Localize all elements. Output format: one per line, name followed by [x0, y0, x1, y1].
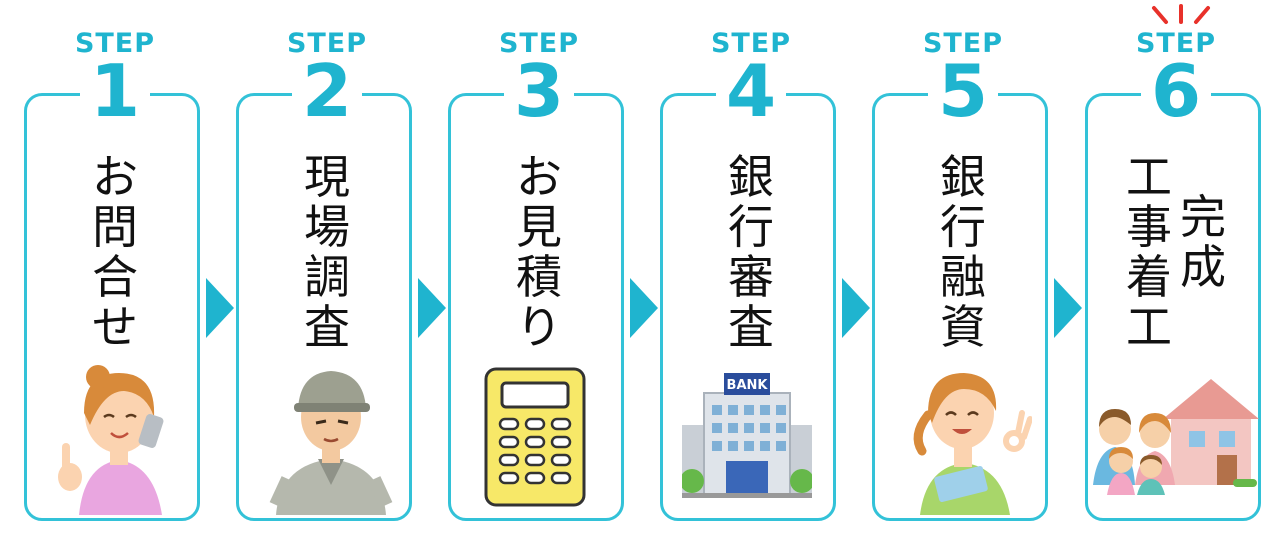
step-2: STEP 2 現場調査: [236, 0, 422, 533]
bank-sign: BANK: [727, 378, 769, 393]
step-number: 5: [928, 55, 998, 127]
step-number: 1: [80, 55, 150, 127]
step-label: STEP: [1135, 28, 1217, 59]
step-label: STEP: [922, 28, 1004, 59]
step-title: 銀行審査: [728, 150, 774, 354]
step-label: STEP: [710, 28, 792, 59]
calculator-icon: [484, 367, 586, 507]
highlight-burst-icon: [1152, 4, 1210, 24]
step-label: STEP: [498, 28, 580, 59]
arrow-right-icon: [206, 278, 234, 338]
step-title-column-right: 完成: [1180, 190, 1226, 294]
step-number: 4: [716, 55, 786, 127]
step-title: 現場調査: [304, 150, 350, 354]
woman-ok-icon: [913, 373, 1032, 515]
woman-phone-icon: [58, 365, 164, 515]
arrow-right-icon: [1054, 278, 1082, 338]
step-card: [236, 93, 412, 521]
step-title: 銀行融資: [940, 150, 986, 354]
step-number: 2: [292, 55, 362, 127]
step-title: お問合せ: [92, 150, 138, 354]
family-house-icon: [1093, 379, 1259, 495]
worker-icon: [269, 371, 393, 515]
step-label: STEP: [74, 28, 156, 59]
step-1: STEP 1 お問合せ: [24, 0, 210, 533]
step-label: STEP: [286, 28, 368, 59]
step-title-column-left: 工事着工: [1126, 150, 1172, 354]
bank-building-icon: BANK: [682, 373, 812, 498]
arrow-right-icon: [418, 278, 446, 338]
step-number: 3: [504, 55, 574, 127]
step-number: 6: [1141, 55, 1211, 127]
step-3: STEP 3 お見積り: [448, 0, 634, 533]
step-5: STEP 5 銀行融資: [872, 0, 1058, 533]
step-4: STEP 4 銀行審査 BANK: [660, 0, 846, 533]
step-title: お見積り: [516, 150, 562, 354]
arrow-right-icon: [630, 278, 658, 338]
step-6: STEP 6 工事着工 完成: [1085, 0, 1271, 533]
arrow-right-icon: [842, 278, 870, 338]
step-title: 工事着工 完成: [1085, 152, 1267, 352]
